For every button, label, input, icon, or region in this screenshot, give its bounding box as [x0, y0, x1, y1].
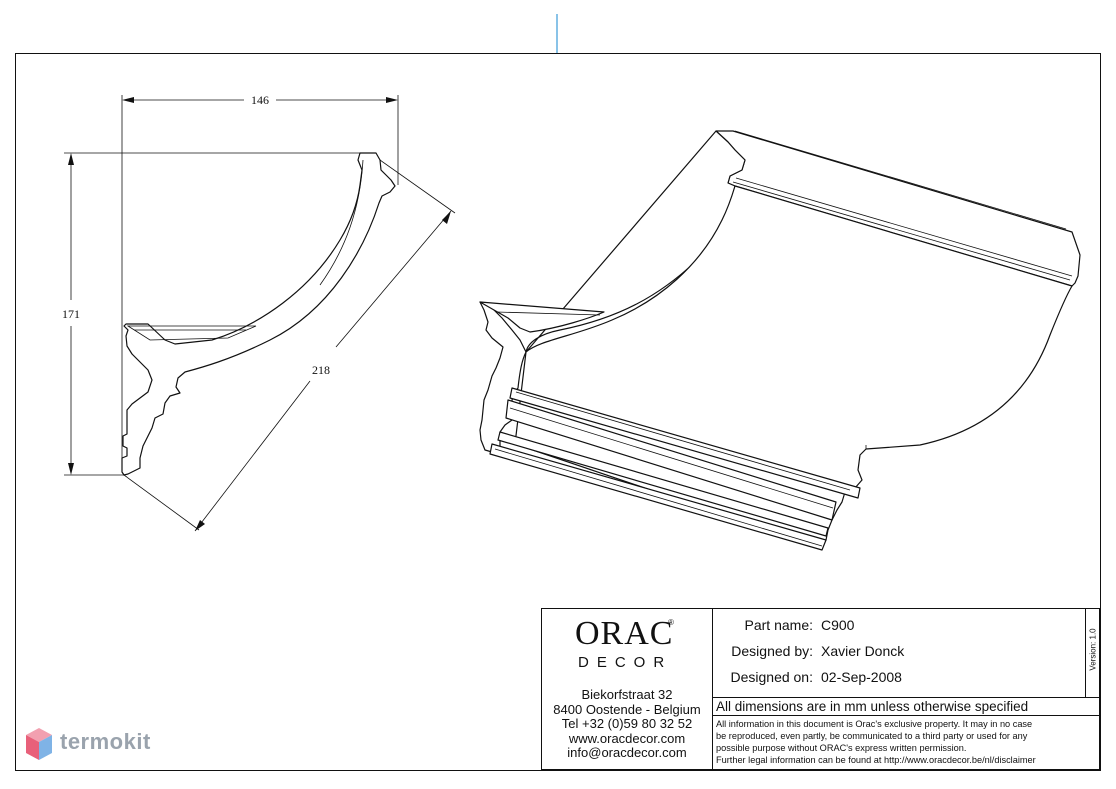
version-cell: Version: 1.0 — [1085, 609, 1101, 697]
termokit-watermark: termokit — [24, 726, 184, 766]
design-date-value: 02-Sep-2008 — [821, 669, 902, 685]
legal-line: All information in this document is Orac… — [716, 719, 1033, 729]
orac-logo: ORAC — [575, 615, 674, 652]
version-label: Version: 1.0 — [1088, 628, 1098, 671]
sheet-border — [15, 53, 1101, 771]
legal-notice: All information in this document is Orac… — [716, 718, 1098, 766]
dim-width-label: 146 — [251, 93, 269, 107]
part-name-value: C900 — [821, 617, 855, 633]
field-designed-on: Designed on: 02-Sep-2008 — [730, 669, 902, 685]
title-block: ORAC ® DECOR Biekorfstraat 32 8400 Ooste… — [541, 608, 1100, 770]
address-phone: Tel +32 (0)59 80 32 52 — [561, 716, 693, 732]
legal-line: possible purpose without ORAC's express … — [716, 743, 967, 753]
decor-logo-text: DECOR — [578, 654, 673, 671]
address-city: 8400 Oostende - Belgium — [553, 701, 701, 717]
address-email: info@oracdecor.com — [567, 745, 687, 761]
designer-value: Xavier Donck — [821, 643, 905, 659]
company-address: Biekorfstraat 32 8400 Oostende - Belgium… — [542, 687, 712, 761]
part-fields: Part name: C900 Designed by: Xavier Donc… — [713, 609, 1085, 697]
dim-height-label: 171 — [62, 307, 80, 321]
address-website: www.oracdecor.com — [568, 730, 686, 746]
cube-logo-icon — [26, 728, 52, 760]
field-part-name: Part name: C900 — [744, 617, 855, 633]
company-cell: ORAC ® DECOR Biekorfstraat 32 8400 Ooste… — [542, 609, 713, 769]
legal-line: be reproduced, even partly, be communica… — [716, 731, 1028, 741]
isometric-view — [479, 130, 1081, 551]
dimensions-note: All dimensions are in mm unless otherwis… — [713, 697, 1099, 716]
field-designed-by: Designed by: Xavier Donck — [731, 643, 905, 659]
profile-view: 146 171 218 — [62, 93, 456, 532]
legal-line: Further legal information can be found a… — [716, 755, 1036, 765]
address-street: Biekorfstraat 32 — [581, 687, 673, 702]
registered-mark: ® — [668, 618, 674, 627]
profile-outline — [121, 152, 396, 476]
watermark-text: termokit — [60, 729, 151, 754]
dim-diagonal-label: 218 — [312, 363, 330, 377]
